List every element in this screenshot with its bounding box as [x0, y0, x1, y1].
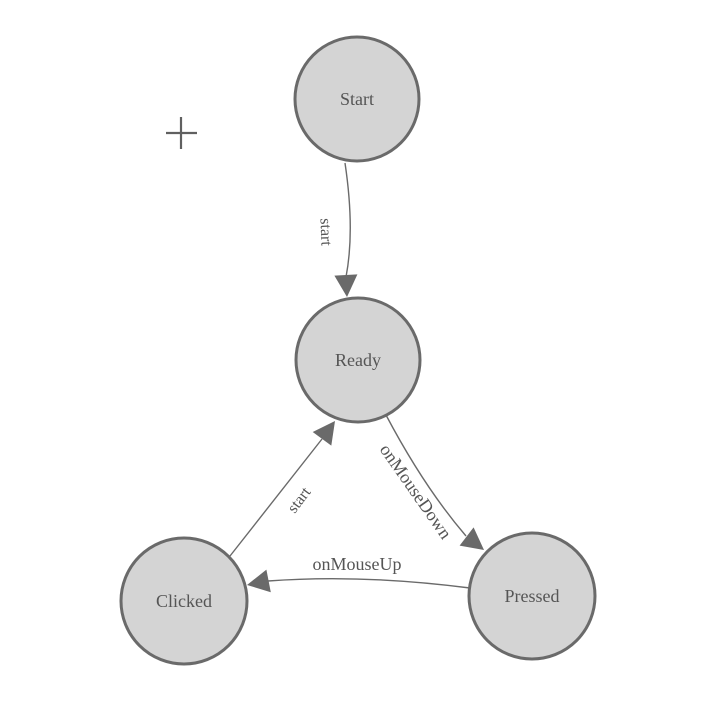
edge-label-onmouseup: onMouseUp	[313, 554, 402, 574]
arrowhead-icon	[247, 569, 271, 593]
edge-label-clicked-ready: start	[284, 484, 314, 517]
edge-pressed-to-clicked[interactable]: onMouseUp	[247, 554, 471, 593]
state-node-clicked[interactable]: Clicked	[119, 536, 249, 666]
state-circle-start[interactable]	[293, 35, 421, 163]
edge-start-to-ready[interactable]: start	[317, 162, 358, 297]
state-node-pressed[interactable]: Pressed	[467, 531, 597, 661]
state-node-ready[interactable]: Ready	[294, 296, 422, 424]
node-label-clicked: Clicked	[156, 591, 212, 611]
node-label-pressed: Pressed	[505, 586, 560, 606]
state-circle-ready[interactable]	[294, 296, 422, 424]
arrowhead-icon	[312, 421, 335, 446]
edge-line[interactable]	[229, 438, 323, 557]
state-node-start[interactable]: Start	[293, 35, 421, 163]
node-label-start: Start	[340, 89, 374, 109]
edge-line[interactable]	[385, 414, 467, 537]
edge-ready-to-pressed[interactable]: onMouseDown	[376, 414, 484, 550]
crosshair-cursor-icon	[166, 117, 197, 149]
arrowhead-icon	[334, 274, 358, 297]
edge-line[interactable]	[344, 162, 351, 278]
edge-clicked-to-ready[interactable]: start	[229, 421, 335, 557]
state-circle-clicked[interactable]	[119, 536, 249, 666]
state-circle-pressed[interactable]	[467, 531, 597, 661]
edge-label-start-ready: start	[317, 218, 335, 247]
edge-line[interactable]	[267, 577, 471, 589]
edge-label-onmousedown: onMouseDown	[376, 440, 456, 542]
node-label-ready: Ready	[335, 350, 381, 370]
arrowhead-icon	[459, 527, 484, 550]
